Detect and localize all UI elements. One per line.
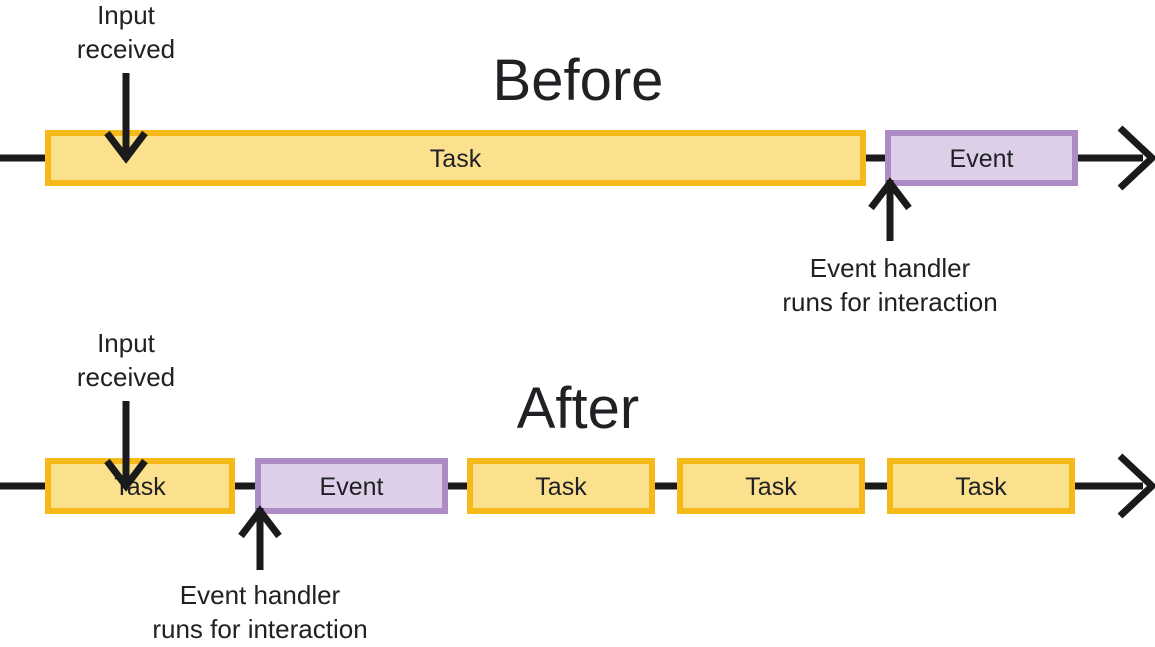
before-heading: Before	[493, 48, 664, 113]
after-task-box-4	[887, 458, 1075, 514]
before-block-event: Event	[885, 130, 1078, 186]
before-input-received-line1: Input	[97, 0, 156, 30]
before-input-received-line2: received	[77, 34, 175, 64]
after-event-handler-arrow-up-icon	[238, 505, 282, 539]
after-block-task-4: Task	[887, 458, 1075, 514]
before-input-arrow-down-icon	[104, 130, 148, 164]
after-input-arrow-down-icon	[104, 458, 148, 492]
before-task-box	[45, 130, 866, 186]
before-event-box	[885, 130, 1078, 186]
after-section: After Task Event Task	[0, 328, 1155, 644]
after-event-box	[255, 458, 448, 514]
after-block-task-3: Task	[677, 458, 865, 514]
after-task-label-3: Task	[745, 473, 797, 501]
before-event-handler-line2: runs for interaction	[782, 287, 997, 317]
after-task-label-4: Task	[955, 473, 1007, 501]
after-heading: After	[517, 376, 640, 441]
before-task-label: Task	[430, 145, 482, 173]
before-section: Before Task Event Input received	[0, 0, 1155, 317]
before-event-handler-line1: Event handler	[810, 253, 971, 283]
before-input-received-annotation: Input received	[77, 0, 175, 164]
after-event-handler-line1: Event handler	[180, 580, 341, 610]
after-task-box-3	[677, 458, 865, 514]
before-event-handler-annotation: Event handler runs for interaction	[782, 177, 998, 317]
after-input-received-line1: Input	[97, 328, 156, 358]
after-event-handler-annotation: Event handler runs for interaction	[152, 505, 368, 644]
after-block-task-2: Task	[467, 458, 655, 514]
after-event-handler-line2: runs for interaction	[152, 614, 367, 644]
before-block-task: Task	[45, 130, 866, 186]
after-block-event: Event	[255, 458, 448, 514]
after-task-box-2	[467, 458, 655, 514]
after-input-received-line2: received	[77, 362, 175, 392]
after-event-label: Event	[320, 473, 384, 501]
after-timeline-arrowhead-icon	[1117, 453, 1155, 519]
after-task-label-2: Task	[535, 473, 587, 501]
before-event-label: Event	[950, 145, 1014, 173]
before-timeline-arrowhead-icon	[1117, 125, 1155, 191]
after-input-received-annotation: Input received	[77, 328, 175, 492]
before-event-handler-arrow-up-icon	[868, 177, 912, 211]
